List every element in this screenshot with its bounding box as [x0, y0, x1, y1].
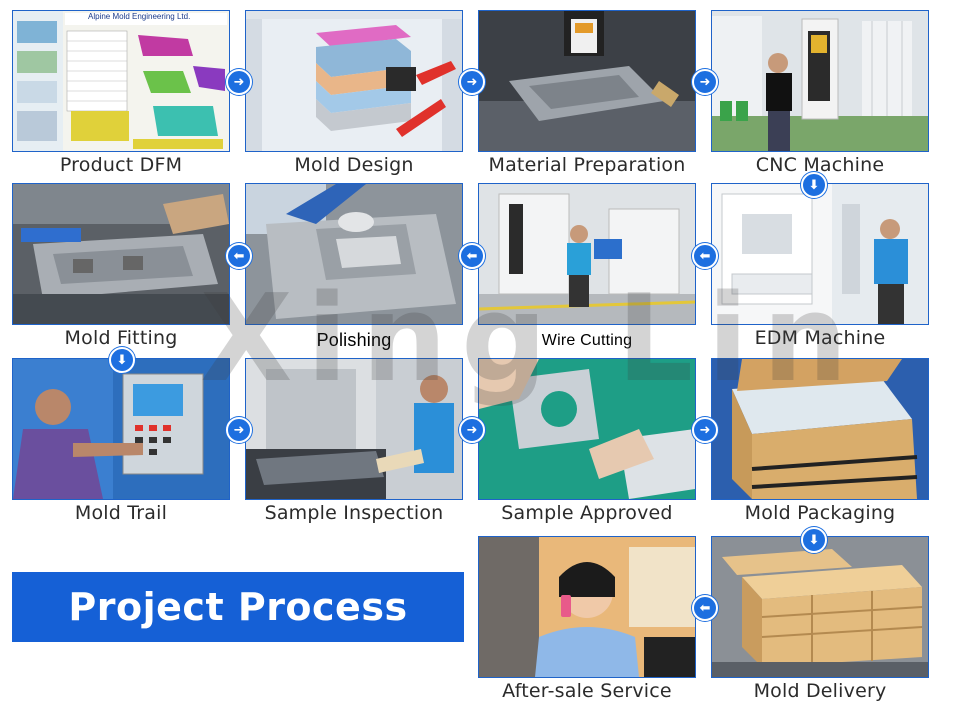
step-label: Wire Cutting	[541, 332, 633, 349]
step-label: Material Preparation	[488, 154, 686, 176]
step-label: Mold Trail	[74, 502, 168, 524]
arrow-right-icon: ➜	[226, 417, 252, 443]
step-label: Mold Delivery	[753, 680, 887, 702]
mold-packaging-photo	[711, 358, 929, 500]
arrow-down-icon: ⬇	[801, 172, 827, 198]
arrow-left-icon: ⬅	[226, 243, 252, 269]
edm-machine-photo	[711, 183, 929, 325]
arrow-right-icon: ➜	[459, 417, 485, 443]
banner-title: Project Process	[68, 585, 408, 629]
step-label: Product DFM	[59, 154, 183, 176]
arrow-left-icon: ⬅	[692, 243, 718, 269]
step-label: CNC Machine	[755, 154, 885, 176]
mold-trail-photo	[12, 358, 230, 500]
step-label: After-sale Service	[502, 680, 672, 702]
step-label: Polishing	[316, 330, 392, 350]
step-label: Mold Packaging	[744, 502, 896, 524]
material-preparation-photo	[478, 10, 696, 152]
step-label: Mold Fitting	[64, 327, 178, 349]
step-label: Mold Design	[294, 154, 414, 176]
wire-cutting-photo	[478, 183, 696, 325]
arrow-left-icon: ⬅	[459, 243, 485, 269]
product-dfm-photo: Alpine Mold Engineering Ltd.	[12, 10, 230, 152]
step-label: EDM Machine	[754, 327, 886, 349]
arrow-right-icon: ➜	[692, 69, 718, 95]
arrow-right-icon: ➜	[459, 69, 485, 95]
after-sale-service-photo	[478, 536, 696, 678]
mold-design-photo	[245, 10, 463, 152]
polishing-photo	[245, 183, 463, 325]
step-label: Sample Approved	[501, 502, 673, 524]
arrow-down-icon: ⬇	[801, 527, 827, 553]
cnc-machine-photo	[711, 10, 929, 152]
mold-delivery-photo	[711, 536, 929, 678]
mold-fitting-photo	[12, 183, 230, 325]
sample-approved-photo	[478, 358, 696, 500]
arrow-right-icon: ➜	[226, 69, 252, 95]
arrow-right-icon: ➜	[692, 417, 718, 443]
project-process-banner: Project Process	[12, 572, 464, 642]
sample-inspection-photo	[245, 358, 463, 500]
step-label: Sample Inspection	[264, 502, 444, 524]
product-dfm-photo-text: Alpine Mold Engineering Ltd.	[88, 12, 191, 21]
arrow-left-icon: ⬅	[692, 595, 718, 621]
arrow-down-icon: ⬇	[109, 347, 135, 373]
